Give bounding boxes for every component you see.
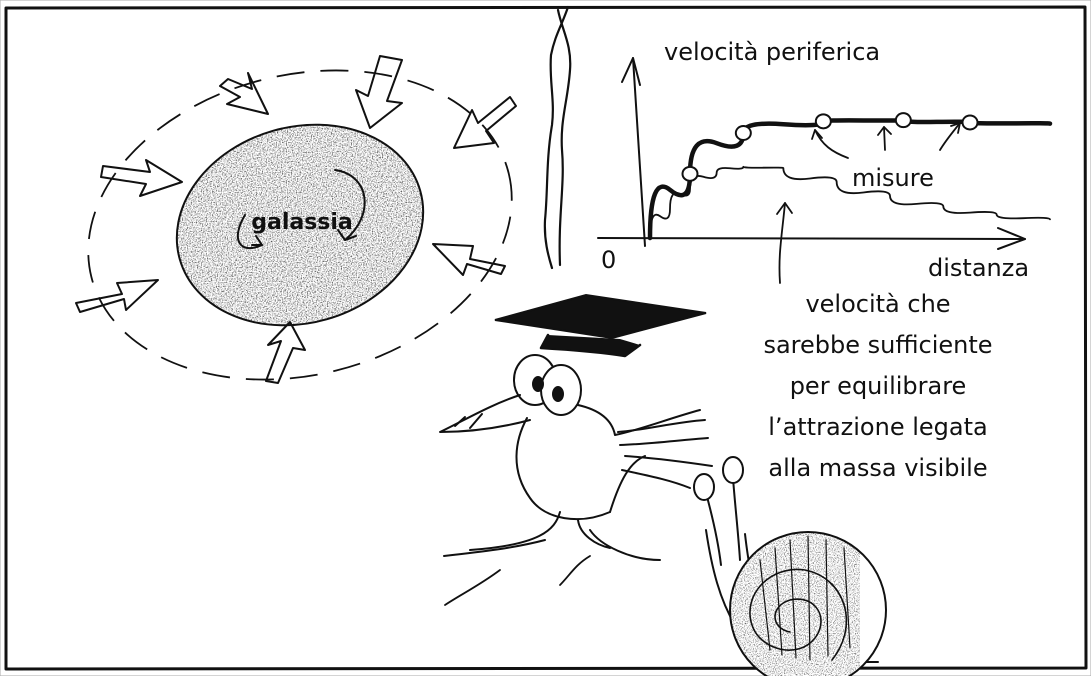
caption-line: sarebbe sufficiente bbox=[763, 331, 992, 359]
arrow-icon bbox=[266, 322, 305, 383]
arrow-icon bbox=[433, 244, 505, 275]
panel-divider-secondary bbox=[558, 10, 570, 265]
x-axis bbox=[598, 238, 1025, 239]
mortarboard-icon bbox=[495, 295, 706, 338]
caption-line: l’attrazione legata bbox=[768, 413, 987, 441]
measurement-point bbox=[736, 126, 751, 140]
arrow-icon bbox=[101, 160, 182, 196]
y-axis bbox=[633, 58, 645, 246]
measurement-point bbox=[896, 113, 911, 127]
measurement-point bbox=[683, 167, 698, 181]
series-layer bbox=[650, 120, 1050, 238]
measures-label: misure bbox=[852, 164, 934, 192]
measure-pointers bbox=[812, 123, 960, 158]
caption-line: velocità che bbox=[805, 290, 950, 318]
y-axis-arrowhead bbox=[622, 58, 640, 85]
visible-mass-curve bbox=[650, 167, 1050, 238]
arrow-icon bbox=[76, 280, 158, 312]
arrow-icon bbox=[454, 97, 516, 148]
origin-label: 0 bbox=[601, 246, 616, 274]
snail bbox=[694, 457, 886, 676]
measurement-point bbox=[963, 116, 978, 130]
galaxy-label: galassia bbox=[251, 210, 353, 235]
caption-line: alla massa visibile bbox=[768, 454, 987, 482]
y-axis-label: velocità periferica bbox=[664, 38, 880, 66]
caption-line: per equilibrare bbox=[790, 372, 967, 400]
arrow-icon bbox=[220, 73, 268, 114]
caption-pointer bbox=[779, 203, 785, 283]
galaxy-group: galassia bbox=[55, 27, 545, 422]
measured-rotation-curve bbox=[650, 120, 1050, 238]
panel-divider bbox=[545, 7, 568, 268]
rotation-curve-chart: velocità periferica distanza 0 misure ve… bbox=[598, 38, 1050, 482]
x-axis-label: distanza bbox=[928, 254, 1029, 282]
arrow-icon bbox=[356, 56, 402, 128]
visible-mass-caption: velocità che sarebbe sufficiente per equ… bbox=[763, 290, 992, 482]
professor-bird bbox=[440, 295, 712, 605]
measurement-point bbox=[816, 114, 831, 128]
